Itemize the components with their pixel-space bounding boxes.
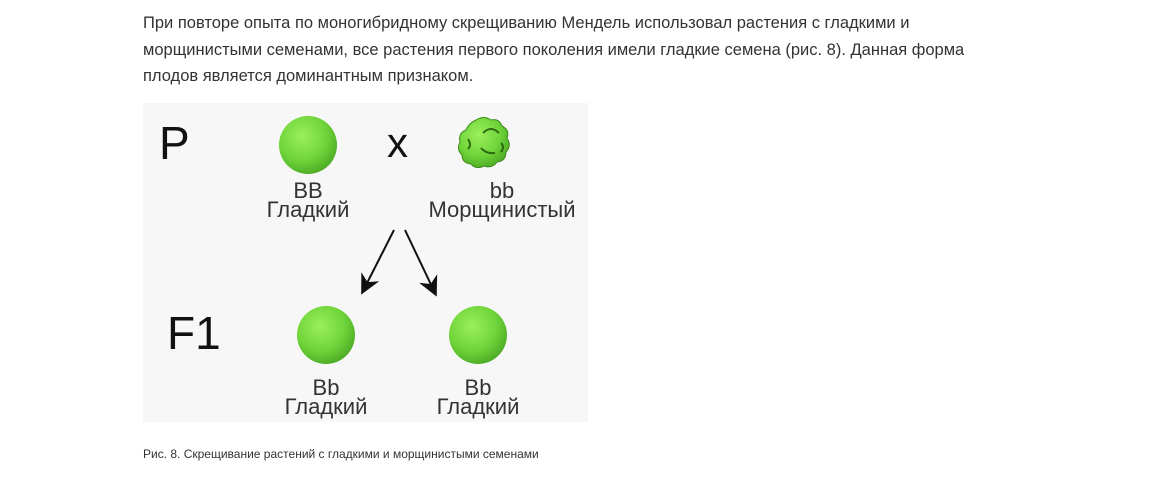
- child2-phenotype: Гладкий: [436, 394, 520, 419]
- figure-caption: Рис. 8. Скрещивание растений с гладкими …: [143, 447, 539, 461]
- cross-symbol: x: [387, 119, 408, 166]
- smooth-seed-child-2: [449, 306, 507, 364]
- smooth-seed-child-1: [297, 306, 355, 364]
- child2-genotype: Bb: [464, 375, 492, 400]
- arrow-left: [361, 229, 395, 295]
- generation-f1-label: F1: [167, 307, 221, 359]
- parent2-phenotype: Морщинистый: [428, 197, 576, 222]
- parent1-phenotype: Гладкий: [266, 197, 350, 222]
- intro-paragraph: При повторе опыта по моногибридному скре…: [143, 14, 965, 85]
- arrow-right: [404, 229, 438, 297]
- parent1-genotype: BB: [293, 178, 323, 203]
- child1-genotype: Bb: [312, 375, 340, 400]
- generation-p-label: P: [159, 117, 190, 169]
- wrinkled-seed-parent: [457, 117, 510, 169]
- child1-phenotype: Гладкий: [284, 394, 368, 419]
- parent2-genotype: bb: [489, 178, 515, 203]
- smooth-seed-parent: [279, 116, 337, 174]
